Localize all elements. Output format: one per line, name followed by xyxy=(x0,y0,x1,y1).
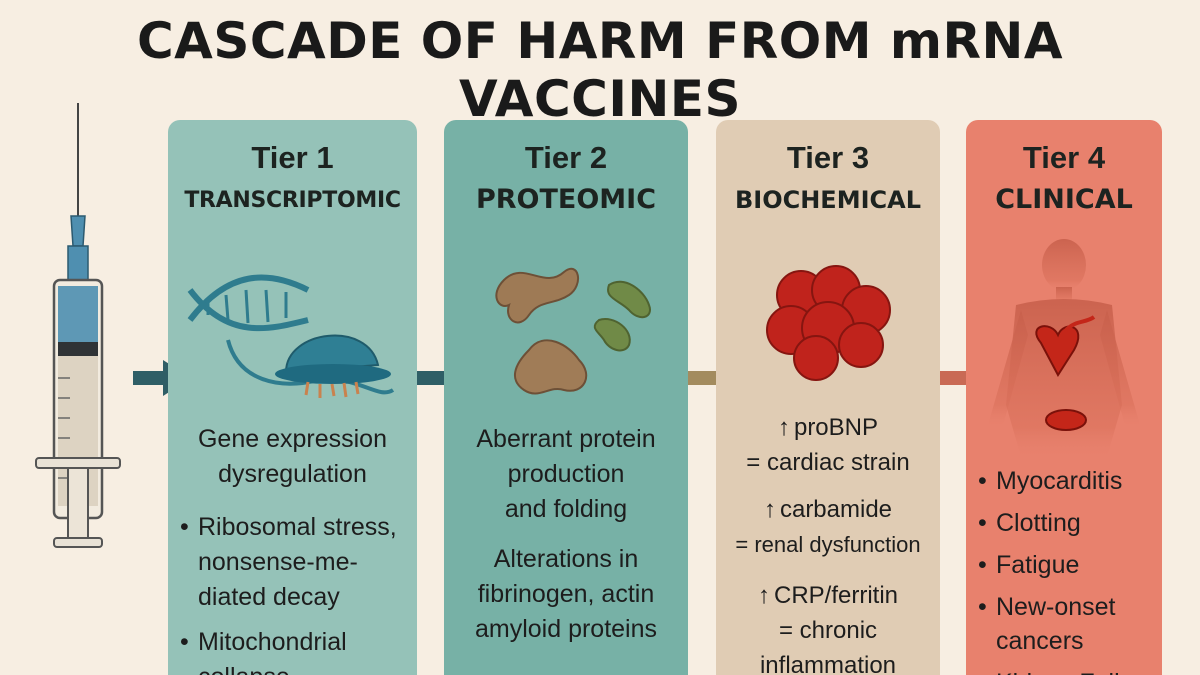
human-body-heart-icon xyxy=(966,225,1162,460)
text-line: Aberrant protein xyxy=(444,422,688,457)
tier-1-headline: Gene expression dysregulation xyxy=(168,422,417,492)
marker-carbamide: ↑carbamide = renal dysfunction xyxy=(716,492,940,562)
tier-2-panel: Tier 2 PROTEOMIC Aberrant protein produc… xyxy=(444,120,688,675)
text-line: New-onset xyxy=(996,590,1160,624)
text-line: Gene expression xyxy=(168,422,417,457)
tier-4-panel: Tier 4 CLINICAL Myocarditis Clotting Fat… xyxy=(966,120,1162,675)
text-line: collapse xyxy=(198,660,415,675)
page-title: CASCADE OF HARM FROM mRNA VACCINES xyxy=(0,12,1200,128)
text-line: diated decay xyxy=(198,580,415,615)
text-line: and folding xyxy=(444,492,688,527)
list-item: New-onset cancers xyxy=(978,590,1160,658)
tier-4-bullets: Myocarditis Clotting Fatigue New-onset c… xyxy=(978,464,1160,675)
text-line: Clotting xyxy=(996,506,1160,540)
text-line: Fatigue xyxy=(996,548,1160,582)
tier-name: TRANSCRIPTOMIC xyxy=(168,188,417,213)
marker-meaning: = renal dysfunction xyxy=(716,527,940,562)
tier-name: PROTEOMIC xyxy=(444,184,688,215)
dna-ribosome-icon xyxy=(168,250,417,410)
misfolded-protein-icon xyxy=(444,250,688,410)
text-line: Mitochondrial xyxy=(198,625,415,660)
text-line: nonsense-me- xyxy=(198,545,415,580)
syringe-icon xyxy=(28,98,128,558)
tier-2-paragraph: Aberrant protein production and folding xyxy=(444,422,688,527)
list-item: Myocarditis xyxy=(978,464,1160,498)
up-arrow-icon: ↑ xyxy=(758,582,770,609)
list-item: Clotting xyxy=(978,506,1160,540)
text-line: dysregulation xyxy=(168,457,417,492)
marker-label: proBNP xyxy=(794,414,878,441)
tier-name: CLINICAL xyxy=(966,184,1162,215)
text-line: Kidney Failure xyxy=(996,666,1160,675)
up-arrow-icon: ↑ xyxy=(764,496,776,523)
text-line: Alterations in xyxy=(444,542,688,577)
tier-1-bullets: Ribosomal stress, nonsense-me- diated de… xyxy=(180,510,415,675)
marker-label: CRP/ferritin xyxy=(774,582,898,609)
list-item: Mitochondrial collapse xyxy=(180,625,415,675)
tier-label: Tier 1 xyxy=(168,140,417,176)
marker-meaning: = cardiac strain xyxy=(716,445,940,480)
marker-proBNP: ↑proBNP = cardiac strain xyxy=(716,410,940,480)
text-line: fibrinogen, actin xyxy=(444,577,688,612)
tier-3-panel: Tier 3 BIOCHEMICAL ↑proBNP = cardiac str… xyxy=(716,120,940,675)
tier-name: BIOCHEMICAL xyxy=(716,186,940,214)
marker-meaning: inflammation xyxy=(716,648,940,675)
up-arrow-icon: ↑ xyxy=(778,414,790,441)
tier-label: Tier 2 xyxy=(444,140,688,176)
list-item: Fatigue xyxy=(978,548,1160,582)
text-line: amyloid proteins xyxy=(444,612,688,647)
marker-label: carbamide xyxy=(780,496,892,523)
text-line: Myocarditis xyxy=(996,464,1160,498)
text-line: cancers xyxy=(996,624,1160,658)
blood-cells-icon xyxy=(716,250,940,410)
marker-meaning: = chronic xyxy=(716,613,940,648)
tier-label: Tier 3 xyxy=(716,140,940,176)
tier-label: Tier 4 xyxy=(966,140,1162,176)
marker-crp-ferritin: ↑CRP/ferritin = chronic inflammation xyxy=(716,578,940,675)
text-line: Ribosomal stress, xyxy=(198,510,415,545)
tier-2-paragraph: Alterations in fibrinogen, actin amyloid… xyxy=(444,542,688,647)
text-line: production xyxy=(444,457,688,492)
list-item: Kidney Failure xyxy=(978,666,1160,675)
list-item: Ribosomal stress, nonsense-me- diated de… xyxy=(180,510,415,615)
tier-1-panel: Tier 1 TRANSCRIPTOMIC Gene expression dy… xyxy=(168,120,417,675)
